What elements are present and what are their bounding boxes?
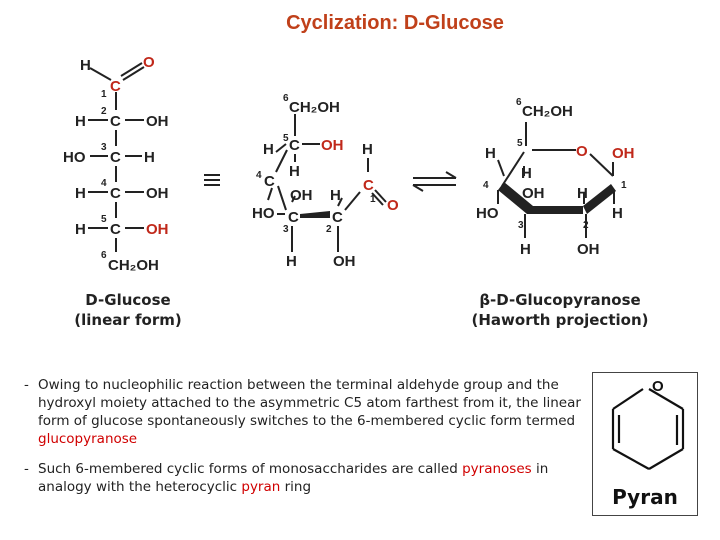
svg-text:OH: OH	[321, 137, 344, 154]
haworth-atoms: 6 CH₂OH 5 H H O OH 4 OH H 1 HO H 3 2 H O…	[476, 97, 635, 258]
svg-text:C: C	[288, 209, 299, 226]
svg-text:OH: OH	[577, 241, 600, 258]
svg-text:5: 5	[283, 133, 289, 144]
svg-text:6: 6	[101, 250, 107, 261]
bullet-text: ring	[280, 479, 312, 495]
linear-glucose-atoms: H O C 1 H C OH 2 HO C H 3 H C OH 4 H C O…	[63, 54, 169, 274]
svg-text:HO: HO	[252, 205, 275, 222]
svg-text:H: H	[263, 141, 274, 158]
svg-text:H: H	[289, 163, 300, 180]
svg-text:H: H	[75, 185, 86, 202]
svg-text:O: O	[143, 54, 155, 71]
linear-glucose-name: D-Glucose	[85, 291, 171, 309]
linear-glucose-form: (linear form)	[74, 311, 182, 329]
svg-text:H: H	[521, 165, 532, 182]
haworth-form: (Haworth projection)	[471, 311, 649, 329]
svg-text:2: 2	[101, 106, 107, 117]
svg-text:H: H	[75, 221, 86, 238]
svg-text:1: 1	[101, 89, 107, 100]
svg-text:HO: HO	[63, 149, 86, 166]
svg-text:OH: OH	[146, 185, 169, 202]
pyran-oxygen: O	[652, 378, 664, 395]
svg-text:C: C	[332, 209, 343, 226]
svg-text:4: 4	[256, 170, 262, 181]
linear-glucose-caption: D-Glucose (linear form)	[58, 290, 198, 330]
haworth-name: β-D-Glucopyranose	[479, 291, 641, 309]
svg-text:C: C	[289, 137, 300, 154]
term-glucopyranose: glucopyranose	[38, 431, 138, 447]
svg-text:3: 3	[283, 224, 289, 235]
open-chain-structure	[267, 114, 387, 252]
svg-text:OH: OH	[612, 145, 635, 162]
svg-text:4: 4	[483, 180, 489, 191]
svg-text:2: 2	[326, 224, 332, 235]
term-pyranoses: pyranoses	[462, 461, 532, 477]
bullet-text: Such 6-membered cyclic forms of monosacc…	[38, 461, 463, 477]
open-chain-atoms: 6 CH₂OH 5 C H OH H 4 C OH H HO C C 3 2 H…	[252, 93, 399, 270]
svg-text:H: H	[75, 113, 86, 130]
svg-text:C: C	[110, 185, 121, 202]
svg-text:OH: OH	[146, 221, 169, 238]
bullet-dash: -	[24, 461, 29, 477]
pyran-figure: O Pyran	[592, 372, 698, 516]
svg-text:OH: OH	[290, 187, 313, 204]
bullet-text: Owing to nucleophilic reaction between t…	[38, 377, 581, 429]
bullet-pyranoses: - Such 6-membered cyclic forms of monosa…	[24, 460, 584, 496]
svg-text:2: 2	[583, 220, 589, 231]
svg-text:6: 6	[516, 97, 522, 108]
svg-text:H: H	[286, 253, 297, 270]
svg-text:CH₂OH: CH₂OH	[522, 103, 573, 120]
svg-text:4: 4	[101, 178, 107, 189]
pyran-ring: O	[611, 378, 685, 470]
svg-text:1: 1	[621, 180, 627, 191]
svg-text:H: H	[80, 57, 91, 74]
svg-text:1: 1	[370, 194, 376, 205]
svg-text:C: C	[110, 149, 121, 166]
haworth-structure	[497, 122, 616, 238]
term-pyran: pyran	[241, 479, 281, 495]
svg-text:OH: OH	[146, 113, 169, 130]
svg-text:C: C	[110, 221, 121, 238]
svg-text:H: H	[362, 141, 373, 158]
bullet-dash: -	[24, 377, 29, 393]
page-title: Cyclization: D-Glucose	[286, 12, 504, 34]
svg-text:C: C	[110, 78, 121, 95]
bullet-text: in analogy with the heterocyclic	[38, 461, 549, 495]
svg-text:H: H	[330, 187, 341, 204]
svg-text:5: 5	[101, 214, 107, 225]
svg-text:OH: OH	[522, 185, 545, 202]
linear-glucose-structure	[88, 62, 145, 252]
equivalence-symbol	[204, 174, 220, 186]
svg-text:C: C	[110, 113, 121, 130]
svg-text:OH: OH	[333, 253, 356, 270]
bullet-cyclization: - Owing to nucleophilic reaction between…	[24, 376, 584, 448]
svg-text:CH₂OH: CH₂OH	[108, 257, 159, 274]
equilibrium-arrows	[412, 171, 457, 192]
svg-text:C: C	[363, 177, 374, 194]
svg-text:3: 3	[101, 142, 107, 153]
svg-text:O: O	[576, 143, 588, 160]
svg-text:C: C	[264, 173, 275, 190]
svg-text:H: H	[144, 149, 155, 166]
svg-text:HO: HO	[476, 205, 499, 222]
svg-text:CH₂OH: CH₂OH	[289, 99, 340, 116]
structures-diagram: H O C 1 H C OH 2 HO C H 3 H C OH 4 H C O…	[63, 54, 635, 274]
svg-text:6: 6	[283, 93, 289, 104]
explanation-bullets: - Owing to nucleophilic reaction between…	[24, 376, 584, 496]
svg-text:H: H	[577, 185, 588, 202]
svg-text:3: 3	[518, 220, 524, 231]
svg-text:O: O	[387, 197, 399, 214]
pyran-label: Pyran	[612, 485, 678, 509]
svg-text:H: H	[485, 145, 496, 162]
haworth-caption: β-D-Glucopyranose (Haworth projection)	[448, 290, 672, 330]
svg-text:5: 5	[517, 138, 523, 149]
svg-text:H: H	[520, 241, 531, 258]
svg-text:H: H	[612, 205, 623, 222]
